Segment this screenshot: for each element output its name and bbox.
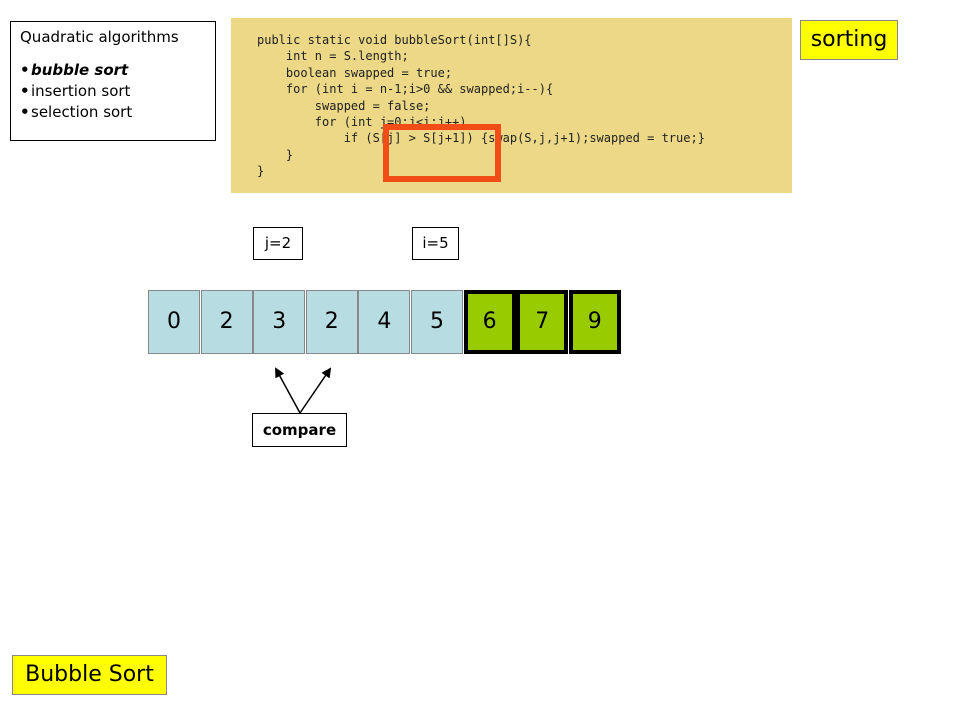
code-line: for (int i = n-1;i>0 && swapped;i--){ bbox=[257, 82, 554, 97]
array-cell: 5 bbox=[411, 290, 463, 354]
bullet-icon: • bbox=[20, 82, 30, 100]
topic-item: •selection sort bbox=[20, 102, 206, 123]
code-listing: public static void bubbleSort(int[]S){ i… bbox=[257, 32, 792, 180]
code-highlight-box bbox=[383, 124, 501, 182]
var-i-label: i=5 bbox=[412, 227, 459, 260]
arrow-right bbox=[299, 367, 332, 414]
compare-label: compare bbox=[252, 413, 347, 447]
bullet-icon: • bbox=[20, 61, 30, 79]
array-cell: 4 bbox=[358, 290, 411, 354]
topic-tag: sorting bbox=[800, 20, 898, 60]
array-cell: 2 bbox=[200, 290, 253, 354]
code-panel: public static void bubbleSort(int[]S){ i… bbox=[231, 18, 792, 193]
array-cell: 0 bbox=[148, 290, 200, 354]
array-cell-sorted: 9 bbox=[568, 290, 621, 354]
code-line: public static void bubbleSort(int[]S){ bbox=[257, 33, 532, 47]
arrow-left bbox=[275, 367, 301, 414]
topic-item: •insertion sort bbox=[20, 81, 206, 102]
code-line: swapped = false; bbox=[257, 98, 431, 113]
topic-item: •bubble sort bbox=[20, 60, 206, 81]
code-line: } bbox=[257, 164, 265, 179]
array-cell: 3 bbox=[253, 290, 306, 354]
topics-heading: Quadratic algorithms bbox=[20, 28, 179, 46]
topic-label: bubble sort bbox=[31, 61, 129, 79]
var-j-label: j=2 bbox=[253, 227, 303, 260]
array-cell: 2 bbox=[305, 290, 358, 354]
topic-label: insertion sort bbox=[31, 82, 131, 100]
array-cell-sorted: 6 bbox=[463, 290, 516, 354]
code-line: boolean swapped = true; bbox=[257, 65, 453, 80]
code-line: } bbox=[257, 147, 294, 162]
array-cell-sorted: 7 bbox=[516, 290, 569, 354]
slide-title: Bubble Sort bbox=[12, 655, 167, 695]
topic-label: selection sort bbox=[31, 103, 133, 121]
bullet-icon: • bbox=[20, 103, 30, 121]
topics-list: •bubble sort •insertion sort •selection … bbox=[20, 60, 206, 123]
topics-box: Quadratic algorithms •bubble sort •inser… bbox=[10, 21, 216, 141]
code-line: int n = S.length; bbox=[257, 49, 409, 64]
